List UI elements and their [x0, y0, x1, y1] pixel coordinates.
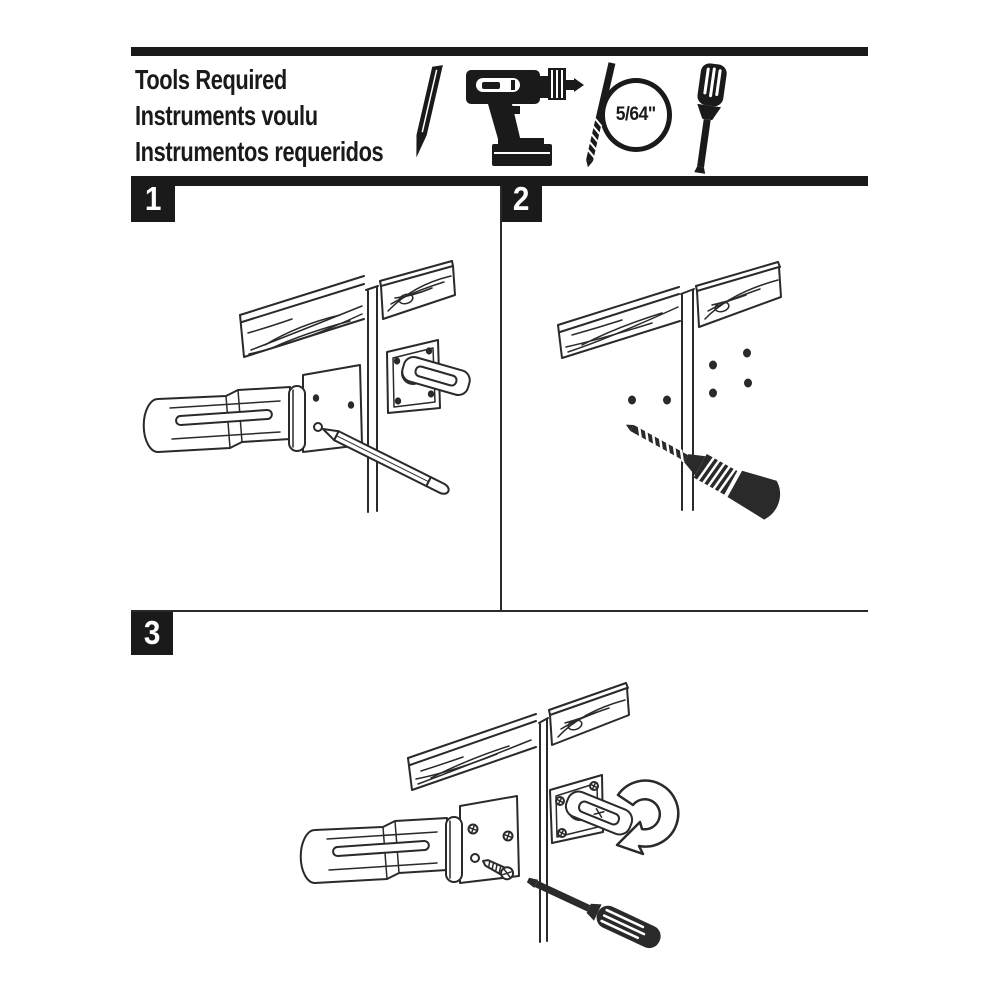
step-2-badge: 2	[500, 176, 542, 222]
screwdriver-icon	[694, 63, 727, 174]
step-1-illustration	[142, 260, 471, 513]
panel-divider-vertical	[500, 186, 502, 610]
drill-icon	[466, 68, 584, 166]
step-3-badge: 3	[131, 611, 173, 655]
title-line-en: Tools Required	[135, 64, 287, 95]
step-2-number: 2	[512, 180, 530, 217]
door-edge	[680, 288, 695, 511]
swivel-eye	[564, 790, 634, 836]
wood-door-top	[548, 682, 630, 746]
tools-required-title: Tools Required Instruments voulu Instrum…	[135, 62, 384, 170]
staple-plate	[386, 339, 471, 414]
wood-door-top	[695, 261, 782, 328]
mounting-screw	[482, 859, 515, 881]
wood-door-top	[379, 260, 456, 320]
screwdriver-drawing	[526, 877, 661, 949]
step-1-badge: 1	[131, 176, 175, 222]
rotation-arrow	[615, 779, 680, 856]
title-line-es: Instrumentos requeridos	[135, 136, 384, 167]
staple-plate	[549, 774, 634, 844]
drill-drawing	[625, 424, 781, 520]
pilot-hole-marks	[628, 348, 752, 405]
wood-frame-plank	[407, 713, 537, 791]
title-line-fr: Instruments voulu	[135, 100, 318, 131]
step-3-illustration	[299, 682, 680, 949]
swivel-eye	[401, 355, 471, 397]
wood-frame-plank	[239, 275, 365, 358]
marking-pencil	[322, 428, 450, 495]
step-2-illustration	[557, 261, 782, 520]
header-top-rule	[131, 47, 868, 56]
hasp-latch	[299, 795, 520, 884]
drill-bit-icon	[586, 62, 616, 168]
hasp-screws	[467, 823, 514, 842]
door-edge	[365, 285, 379, 513]
hasp-latch	[142, 364, 363, 453]
panel-divider-horizontal	[131, 610, 868, 612]
step-3-number: 3	[143, 614, 161, 651]
step-1-number: 1	[144, 180, 162, 217]
door-edge	[538, 717, 549, 943]
drill-bit-size-label: 5/64"	[615, 104, 657, 125]
pencil-icon	[416, 65, 443, 158]
wood-frame-plank	[557, 286, 681, 359]
header-bottom-rule	[131, 176, 868, 186]
